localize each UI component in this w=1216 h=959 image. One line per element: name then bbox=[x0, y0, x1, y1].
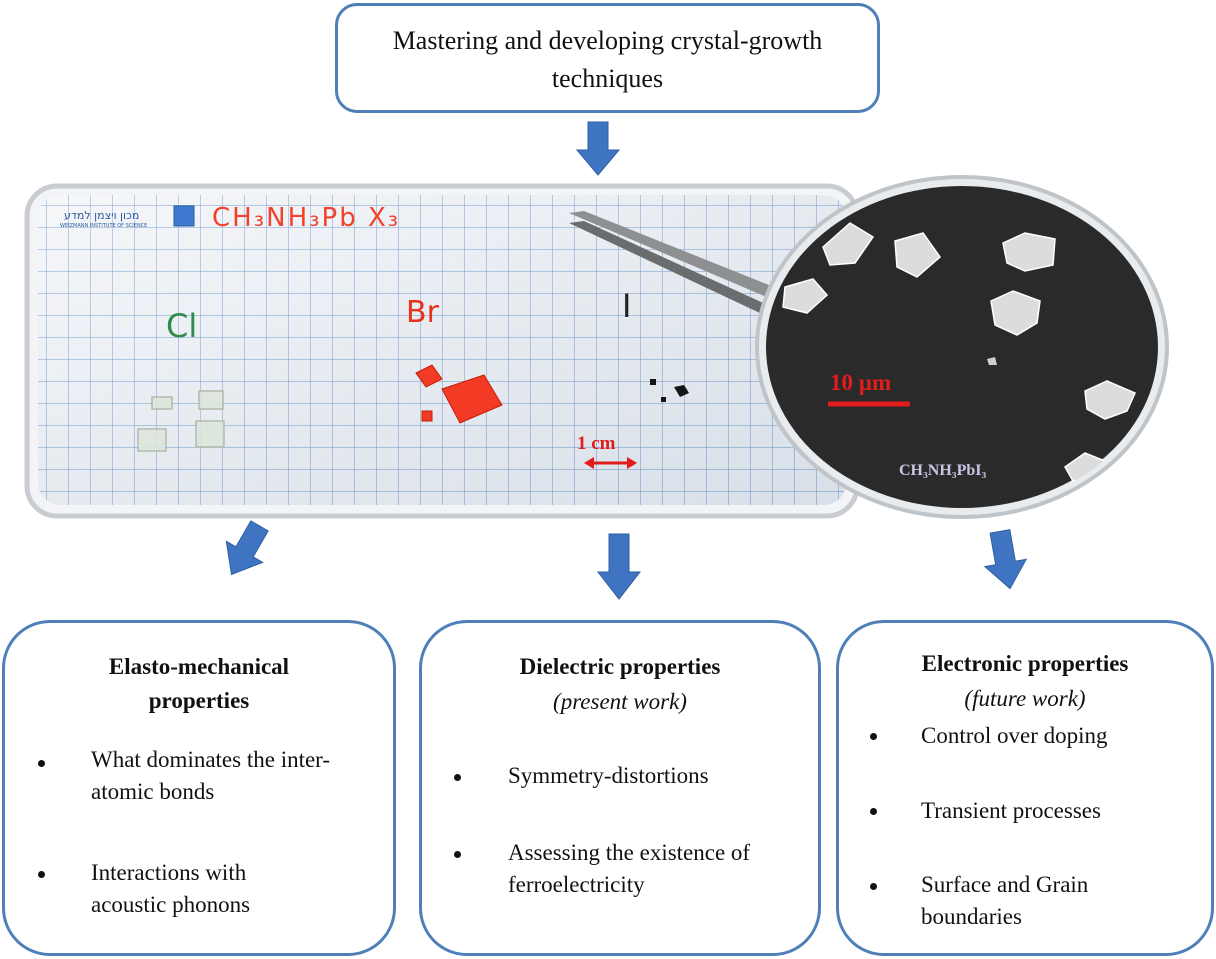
bullet-text: Interactions with acoustic phonons bbox=[91, 860, 251, 917]
label-i: I bbox=[622, 287, 632, 325]
sem-micrograph: 10 µm CH₃NH₃PbI₃ bbox=[755, 175, 1170, 520]
box-title: Dielectric properties bbox=[519, 654, 721, 679]
top-box-text: Mastering and developing crystal-growth … bbox=[392, 26, 823, 93]
formula-label: CH₃NH₃Pb X₃ bbox=[212, 203, 401, 233]
logo-hebrew: מכון ויצמן למדע bbox=[64, 209, 140, 222]
box-elasto-mechanical: Elasto-mechanical properties What domina… bbox=[2, 620, 396, 956]
bullet-text: Surface and Grain boundaries bbox=[921, 872, 1089, 929]
down-arrow-left bbox=[225, 520, 269, 576]
crystal-photo: מכון ויצמן למדע WEIZMANN INSTITUTE OF SC… bbox=[24, 183, 860, 519]
bullet-text: What dominates the inter-atomic bonds bbox=[91, 747, 331, 804]
scale-1cm: 1 cm bbox=[577, 433, 616, 454]
compound-label: CH₃NH₃PbI₃ bbox=[899, 462, 987, 479]
bullet-dot bbox=[870, 808, 877, 815]
down-arrow-middle bbox=[596, 533, 642, 600]
down-arrow-right bbox=[983, 529, 1028, 590]
bullet-dot bbox=[454, 851, 461, 858]
bullet-text: Symmetry-distortions bbox=[508, 763, 709, 788]
grid-paper bbox=[24, 183, 860, 519]
bullet-dot bbox=[454, 774, 461, 781]
down-arrow-top bbox=[575, 121, 621, 176]
bullet-text: Control over doping bbox=[921, 723, 1108, 748]
box-subtitle: (future work) bbox=[964, 686, 1086, 711]
bullet-dot bbox=[870, 733, 877, 740]
box-title: Electronic properties bbox=[921, 651, 1129, 676]
box-electronic: Electronic properties (future work) Cont… bbox=[836, 620, 1214, 956]
micrograph-image bbox=[755, 175, 1169, 519]
bullet-text: Assessing the existence of ferroelectric… bbox=[508, 840, 751, 897]
label-cl: Cl bbox=[166, 307, 198, 345]
top-box: Mastering and developing crystal-growth … bbox=[335, 3, 880, 113]
box-title: Elasto-mechanical properties bbox=[108, 654, 290, 713]
box-subtitle: (present work) bbox=[553, 689, 687, 714]
bullet-text: Transient processes bbox=[921, 798, 1101, 823]
bullet-dot bbox=[38, 871, 45, 878]
label-br: Br bbox=[406, 295, 439, 330]
scale-10um: 10 µm bbox=[830, 370, 892, 395]
logo-english: WEIZMANN INSTITUTE OF SCIENCE bbox=[60, 223, 148, 229]
box-dielectric: Dielectric properties (present work) Sym… bbox=[419, 620, 821, 956]
bullet-dot bbox=[870, 883, 877, 890]
bullet-dot bbox=[38, 760, 45, 767]
